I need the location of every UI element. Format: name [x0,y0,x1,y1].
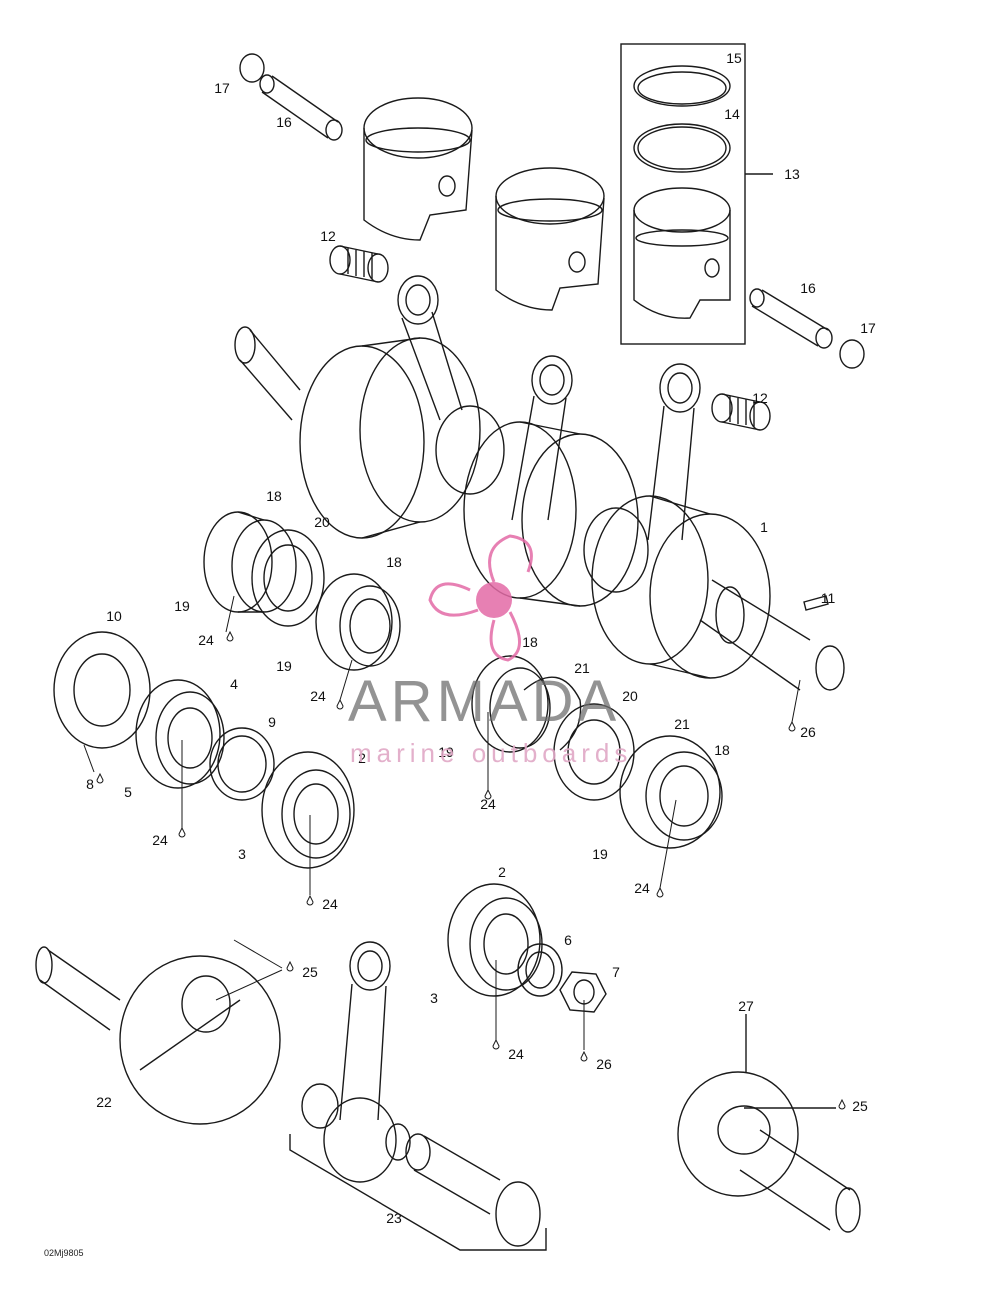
oil-seal [53,631,151,749]
piston-ring-inner [637,126,727,170]
callout-26-lower: 26 [596,1056,612,1072]
callout-25-right: 25 [852,1098,868,1114]
callout-21-lower: 21 [674,716,690,732]
piston-pin [749,288,833,349]
callout-13: 13 [784,166,800,182]
ball-bearing [619,735,723,849]
callout-14: 14 [724,106,740,122]
circlip [839,339,865,369]
callout-20-lower: 20 [622,688,638,704]
callout-25: 25 [302,964,318,980]
callout-5: 5 [124,784,132,800]
callout-12: 12 [320,228,336,244]
callout-24-c: 24 [152,832,168,848]
piston [495,167,605,311]
ring-spacer [209,727,275,801]
oil-seal [553,703,635,801]
callout-11: 11 [820,590,836,606]
connecting-rod [647,363,701,541]
callout-20: 20 [314,514,330,530]
callout-6: 6 [564,932,572,948]
leader-lines [83,595,801,1050]
callout-1: 1 [760,519,768,535]
hex-nut [559,971,607,1013]
callout-9: 9 [268,714,276,730]
piston [633,187,731,319]
ball-bearing [315,573,401,671]
circlip [239,53,265,83]
callout-26: 26 [800,724,816,740]
connecting-rod-kit [289,941,547,1251]
piston-ring-inner [637,71,727,105]
callout-24-f: 24 [634,880,650,896]
retaining-ring [523,676,582,751]
callout-17: 17 [214,80,230,96]
callout-7: 7 [612,964,620,980]
crankshaft-half [35,946,281,1125]
callout-3: 3 [238,846,246,862]
callout-19-d: 19 [592,846,608,862]
callout-24-g: 24 [508,1046,524,1062]
callout-18-d: 18 [714,742,730,758]
callout-16-right: 16 [800,280,816,296]
ball-bearing [135,679,225,789]
callout-4: 4 [230,676,238,692]
connecting-rod [511,355,573,521]
callout-18-a: 18 [266,488,282,504]
callout-18-c: 18 [522,634,538,650]
needle-bearing [385,1123,431,1171]
crankshaft-assembly [234,326,845,691]
lubricant-symbols [96,630,846,1110]
callout-16: 16 [276,114,292,130]
callout-15: 15 [726,50,742,66]
callout-24-b: 24 [310,688,326,704]
callout-10: 10 [106,608,122,624]
piston-ring [633,65,731,107]
callout-24-d: 24 [322,896,338,912]
callout-19-c: 19 [438,744,454,760]
callout-19-b: 19 [276,658,292,674]
callout-22: 22 [96,1094,112,1110]
callout-23: 23 [386,1210,402,1226]
ball-bearing [471,655,551,753]
drawing-code: 02Mj9805 [44,1248,84,1258]
callout-18-b: 18 [386,554,402,570]
oil-seal [251,529,325,627]
callout-8: 8 [86,776,94,792]
callout-19-a: 19 [174,598,190,614]
callout-27: 27 [738,998,754,1014]
watermark-word: ARMADA [348,669,621,734]
callout-12-right: 12 [752,390,768,406]
ball-bearing [203,511,297,613]
crankshaft-end [677,1014,861,1233]
ball-bearing [261,751,355,869]
propeller-logo-icon [428,534,533,662]
callout-3-lower: 3 [430,990,438,1006]
callout-24-a: 24 [198,632,214,648]
needle-bearing [329,245,389,283]
needle-bearing [711,393,771,431]
connecting-rod [397,275,463,421]
callout-2: 2 [358,750,366,766]
piston-kit-frame [620,43,746,345]
watermark-tagline: marine outboards [350,738,633,768]
piston [363,97,473,241]
woodruff-key [803,595,829,611]
piston-ring [633,123,731,173]
piston-pin [259,74,343,141]
spacer-washer [517,943,563,997]
callout-24-e: 24 [480,796,496,812]
callout-17-right: 17 [860,320,876,336]
callout-2-lower: 2 [498,864,506,880]
callout-21: 21 [574,660,590,676]
